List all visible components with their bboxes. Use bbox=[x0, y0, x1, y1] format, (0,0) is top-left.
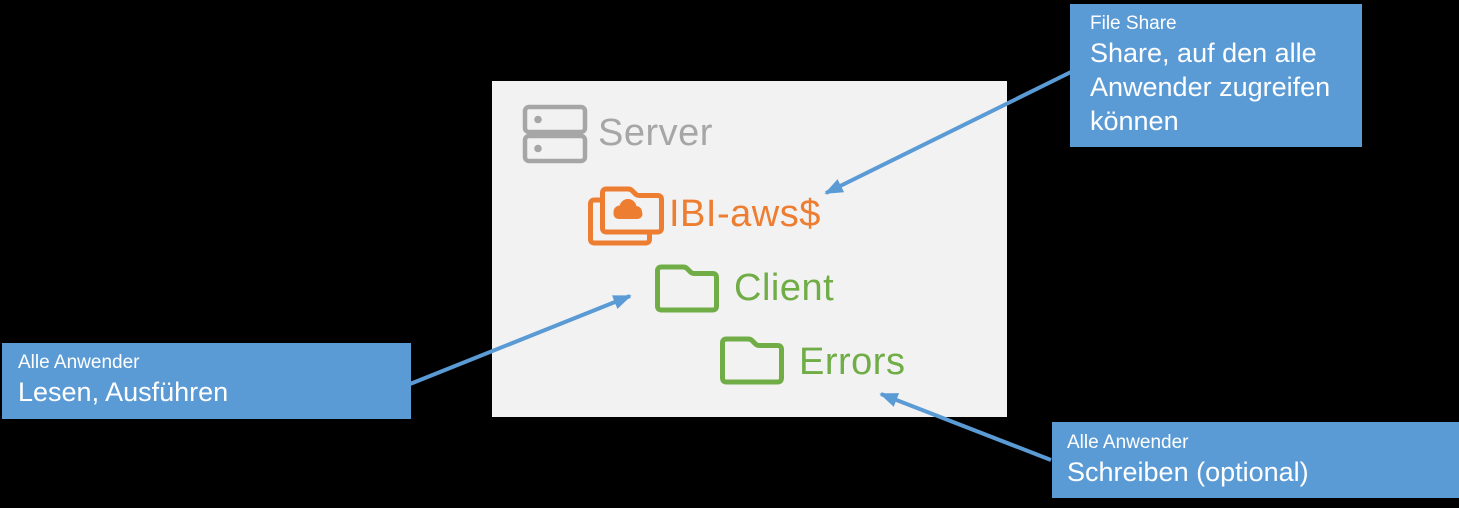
callout-errors-permissions: Alle Anwender Schreiben (optional) bbox=[1052, 422, 1459, 498]
callout-title: Alle Anwender bbox=[18, 352, 140, 373]
callout-file-share: File Share Share, auf den alle Anwender … bbox=[1070, 4, 1362, 147]
folder-icon bbox=[720, 336, 784, 385]
callout-body: Share, auf den alle Anwender zugreifen k… bbox=[1090, 38, 1331, 136]
folder-icon bbox=[655, 264, 719, 313]
server-label: Server bbox=[598, 112, 713, 154]
cloud-shared-folder-icon bbox=[588, 186, 664, 246]
share-folder-label: IBI-aws$ bbox=[669, 193, 821, 235]
callout-client-permissions: Alle Anwender Lesen, Ausführen bbox=[2, 343, 411, 419]
client-folder-label: Client bbox=[734, 267, 835, 309]
callout-body: Lesen, Ausführen bbox=[18, 377, 229, 407]
callout-body: Schreiben (optional) bbox=[1067, 457, 1309, 487]
cloud-icon bbox=[613, 199, 643, 219]
callout-title: Alle Anwender bbox=[1067, 432, 1189, 453]
errors-folder-label: Errors bbox=[799, 341, 906, 383]
server-icon bbox=[522, 104, 588, 164]
callout-title: File Share bbox=[1090, 13, 1177, 34]
